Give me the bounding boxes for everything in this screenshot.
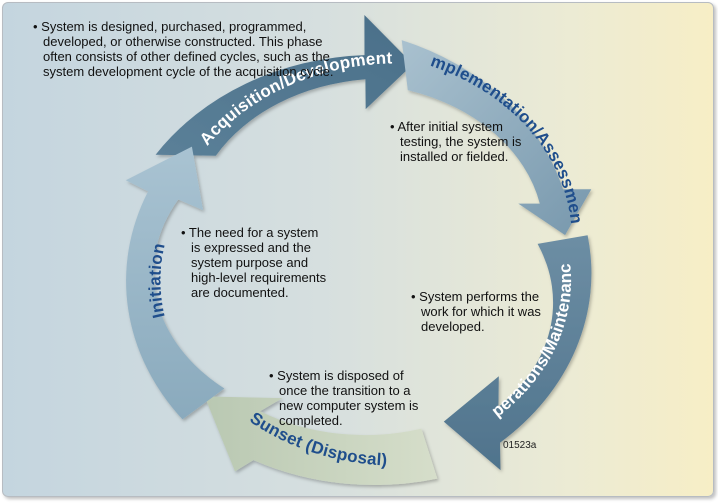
note-implementation: • After initial system testing, the syst… [390, 119, 522, 164]
arrow-acquisition [155, 15, 413, 156]
note-initiation: • The need for a system is expressed and… [181, 225, 327, 300]
diagram-canvas: Acquisition/Development Implementation/A… [2, 2, 714, 497]
note-sunset: • System is disposed of once the transit… [269, 368, 419, 428]
arrow-sunset [204, 396, 438, 486]
note-acquisition: • System is designed, purchased, program… [33, 19, 334, 79]
arrow-implementation [401, 40, 592, 236]
note-operations: • System performs the work for which it … [411, 289, 541, 334]
figure-id: 01523a [503, 440, 537, 451]
arrow-initiation [125, 146, 225, 420]
arrow-operations [443, 235, 592, 471]
lifecycle-cycle-diagram: Acquisition/Development Implementation/A… [3, 3, 592, 486]
label-initiation: Initiation [145, 241, 168, 320]
